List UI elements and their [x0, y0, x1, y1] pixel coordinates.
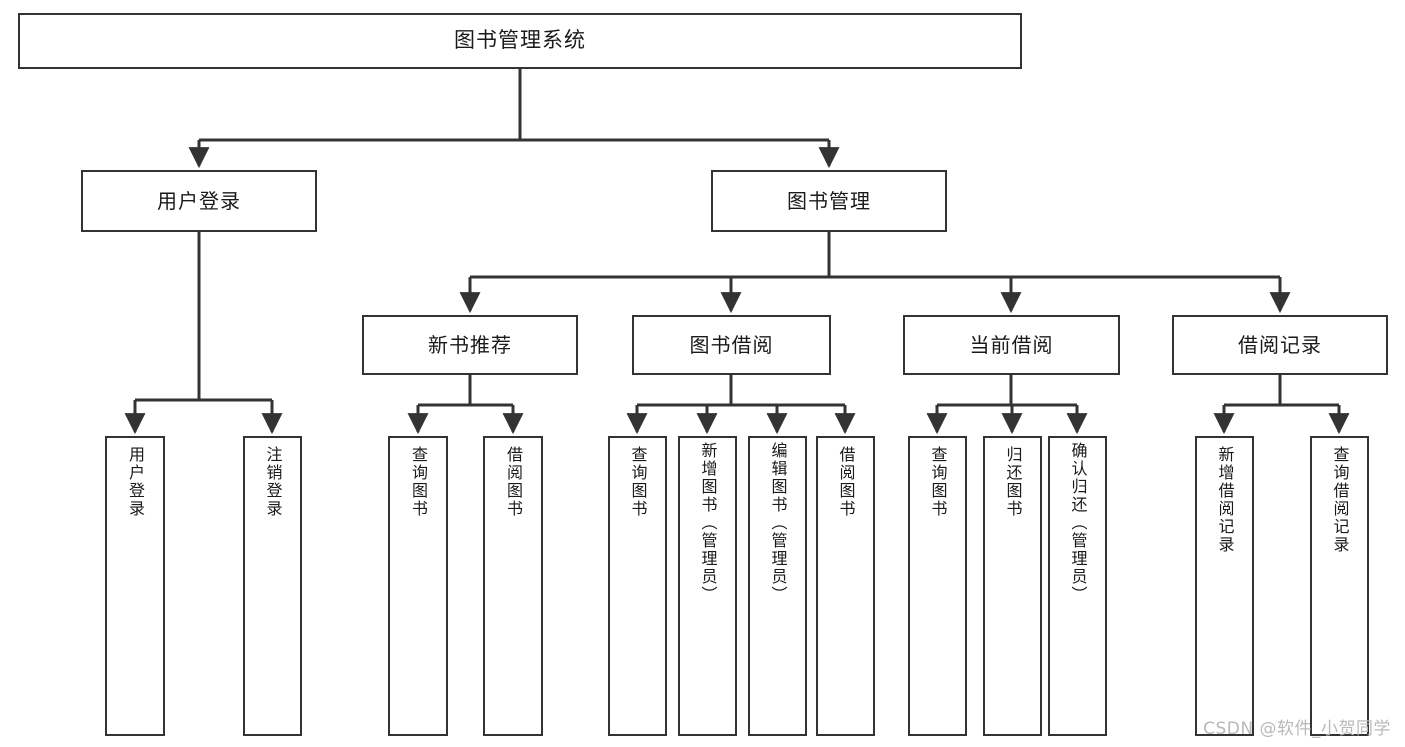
node-leaf-confirm-return[interactable]: 确认归还（管理员） [1048, 436, 1107, 736]
node-book-borrow-label: 图书借阅 [689, 333, 774, 357]
node-new-book-recommend-label: 新书推荐 [428, 333, 512, 357]
node-leaf-query-record[interactable]: 查询借阅记录 [1310, 436, 1369, 736]
node-current-borrow-label: 当前借阅 [969, 333, 1054, 357]
node-root-label: 图书管理系统 [454, 28, 586, 53]
node-leaf-borrow-book-2[interactable]: 借阅图书 [816, 436, 875, 736]
node-leaf-borrow-book-1[interactable]: 借阅图书 [483, 436, 543, 736]
node-leaf-return-book[interactable]: 归还图书 [983, 436, 1042, 736]
node-leaf-borrow-book-1-label: 借阅图书 [503, 446, 523, 518]
node-leaf-borrow-book-2-label: 借阅图书 [836, 446, 856, 518]
node-leaf-confirm-return-label: 确认归还（管理员） [1068, 442, 1088, 604]
node-book-manage-label: 图书管理 [787, 189, 871, 213]
node-leaf-add-book-label: 新增图书（管理员） [698, 442, 718, 604]
node-leaf-query-book-3-label: 查询图书 [928, 446, 948, 518]
node-new-book-recommend[interactable]: 新书推荐 [362, 315, 578, 375]
node-leaf-query-book-2-label: 查询图书 [628, 446, 648, 518]
node-leaf-logout-label: 注销登录 [263, 446, 283, 518]
node-leaf-query-record-label: 查询借阅记录 [1330, 446, 1350, 554]
node-current-borrow[interactable]: 当前借阅 [903, 315, 1120, 375]
node-borrow-record[interactable]: 借阅记录 [1172, 315, 1388, 375]
node-leaf-query-book-1[interactable]: 查询图书 [388, 436, 448, 736]
node-leaf-user-login-label: 用户登录 [125, 446, 145, 518]
node-book-borrow[interactable]: 图书借阅 [632, 315, 831, 375]
node-leaf-logout[interactable]: 注销登录 [243, 436, 302, 736]
node-leaf-edit-book[interactable]: 编辑图书（管理员） [748, 436, 807, 736]
node-leaf-add-record[interactable]: 新增借阅记录 [1195, 436, 1254, 736]
node-leaf-query-book-3[interactable]: 查询图书 [908, 436, 967, 736]
node-leaf-add-record-label: 新增借阅记录 [1215, 446, 1235, 554]
node-leaf-return-book-label: 归还图书 [1003, 446, 1023, 518]
node-leaf-query-book-1-label: 查询图书 [408, 446, 428, 518]
node-user-login-label: 用户登录 [157, 189, 241, 213]
node-root[interactable]: 图书管理系统 [18, 13, 1022, 69]
node-leaf-add-book[interactable]: 新增图书（管理员） [678, 436, 737, 736]
node-leaf-edit-book-label: 编辑图书（管理员） [768, 442, 788, 604]
csdn-watermark: CSDN @软件_小贺同学 [1203, 719, 1391, 739]
node-book-manage[interactable]: 图书管理 [711, 170, 947, 232]
node-leaf-user-login[interactable]: 用户登录 [105, 436, 165, 736]
node-borrow-record-label: 借阅记录 [1238, 333, 1322, 357]
node-leaf-query-book-2[interactable]: 查询图书 [608, 436, 667, 736]
node-user-login[interactable]: 用户登录 [81, 170, 317, 232]
